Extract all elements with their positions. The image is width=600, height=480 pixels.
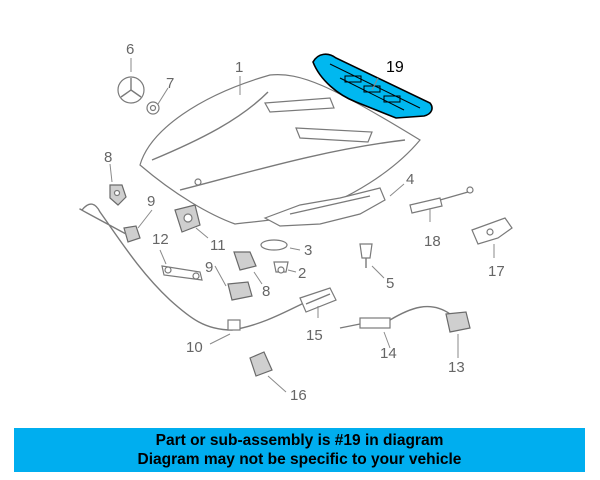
part-12-support[interactable] <box>161 265 203 281</box>
part-15-cable-guide[interactable] <box>299 287 337 313</box>
part-10-release-cable[interactable] <box>79 203 307 331</box>
part-18-gas-strut[interactable] <box>409 186 474 214</box>
part-4-inner-panel[interactable] <box>263 187 386 227</box>
part-7-clip[interactable] <box>146 101 160 115</box>
part-13-latch-release[interactable] <box>445 311 471 333</box>
part-8-lower-latch[interactable] <box>233 251 257 271</box>
part-3-bumper[interactable] <box>260 239 288 251</box>
parts-diagram: 1 6 7 8 9 19 4 18 17 11 12 9 8 3 2 5 15 … <box>79 41 513 404</box>
callout-6: 6 <box>126 41 134 58</box>
callout-17: 17 <box>488 263 505 280</box>
part-19-hood-insulator[interactable] <box>312 53 433 119</box>
callout-13: 13 <box>448 359 465 376</box>
callout-7: 7 <box>166 75 174 92</box>
callout-5: 5 <box>386 275 394 292</box>
part-14-secondary-cable[interactable] <box>339 305 451 329</box>
callout-2: 2 <box>298 265 306 282</box>
part-1-hood[interactable] <box>139 74 421 225</box>
part-6-emblem[interactable] <box>117 76 145 104</box>
callout-18: 18 <box>424 233 441 250</box>
callout-12: 12 <box>152 231 169 248</box>
callout-14: 14 <box>380 345 397 362</box>
callout-9-lower: 9 <box>205 259 213 276</box>
part-9-upper-clip[interactable] <box>123 225 141 243</box>
callout-9-upper: 9 <box>147 193 155 210</box>
callout-16: 16 <box>290 387 307 404</box>
callout-11: 11 <box>210 237 226 254</box>
callout-15: 15 <box>306 327 323 344</box>
callout-19: 19 <box>386 59 404 76</box>
part-17-hinge[interactable] <box>471 217 513 245</box>
callout-1: 1 <box>235 59 243 76</box>
part-16-release-handle[interactable] <box>249 351 273 377</box>
callout-10: 10 <box>186 339 203 356</box>
callout-8-upper: 8 <box>104 149 112 166</box>
banner-line-1: Part or sub-assembly is #19 in diagram <box>155 432 444 449</box>
part-9-lower-bracket[interactable] <box>227 281 253 301</box>
part-2-adjuster[interactable] <box>273 261 289 274</box>
banner-line-2: Diagram may not be specific to your vehi… <box>137 451 462 468</box>
callout-3: 3 <box>304 242 312 259</box>
info-banner: Part or sub-assembly is #19 in diagram D… <box>14 428 585 472</box>
callout-4: 4 <box>406 171 414 188</box>
leader-lines <box>109 58 495 393</box>
part-8-upper-bracket[interactable] <box>109 184 127 206</box>
part-5-stopper[interactable] <box>359 243 373 268</box>
part-11-hood-latch[interactable] <box>174 204 201 233</box>
callout-8-lower: 8 <box>262 283 270 300</box>
